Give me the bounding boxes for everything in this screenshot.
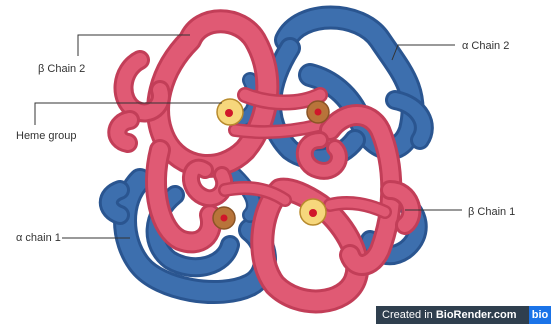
beta-chain-2-label: β Chain 2 xyxy=(38,64,85,75)
heme-group-label: Heme group xyxy=(16,131,77,142)
beta-chain-1-label: β Chain 1 xyxy=(468,207,515,218)
watermark-prefix: Created in xyxy=(382,309,436,321)
alpha-chain-2-label: α Chain 2 xyxy=(462,41,509,52)
heme-group-3 xyxy=(213,207,235,229)
heme-group-2 xyxy=(307,101,329,123)
heme-group-4 xyxy=(300,199,326,225)
biorender-watermark[interactable]: Created in BioRender.com bio xyxy=(376,306,551,324)
biorender-badge: bio xyxy=(529,306,551,324)
alpha-chain-1-label: α chain 1 xyxy=(16,233,61,244)
watermark-brand: BioRender.com xyxy=(436,309,517,321)
